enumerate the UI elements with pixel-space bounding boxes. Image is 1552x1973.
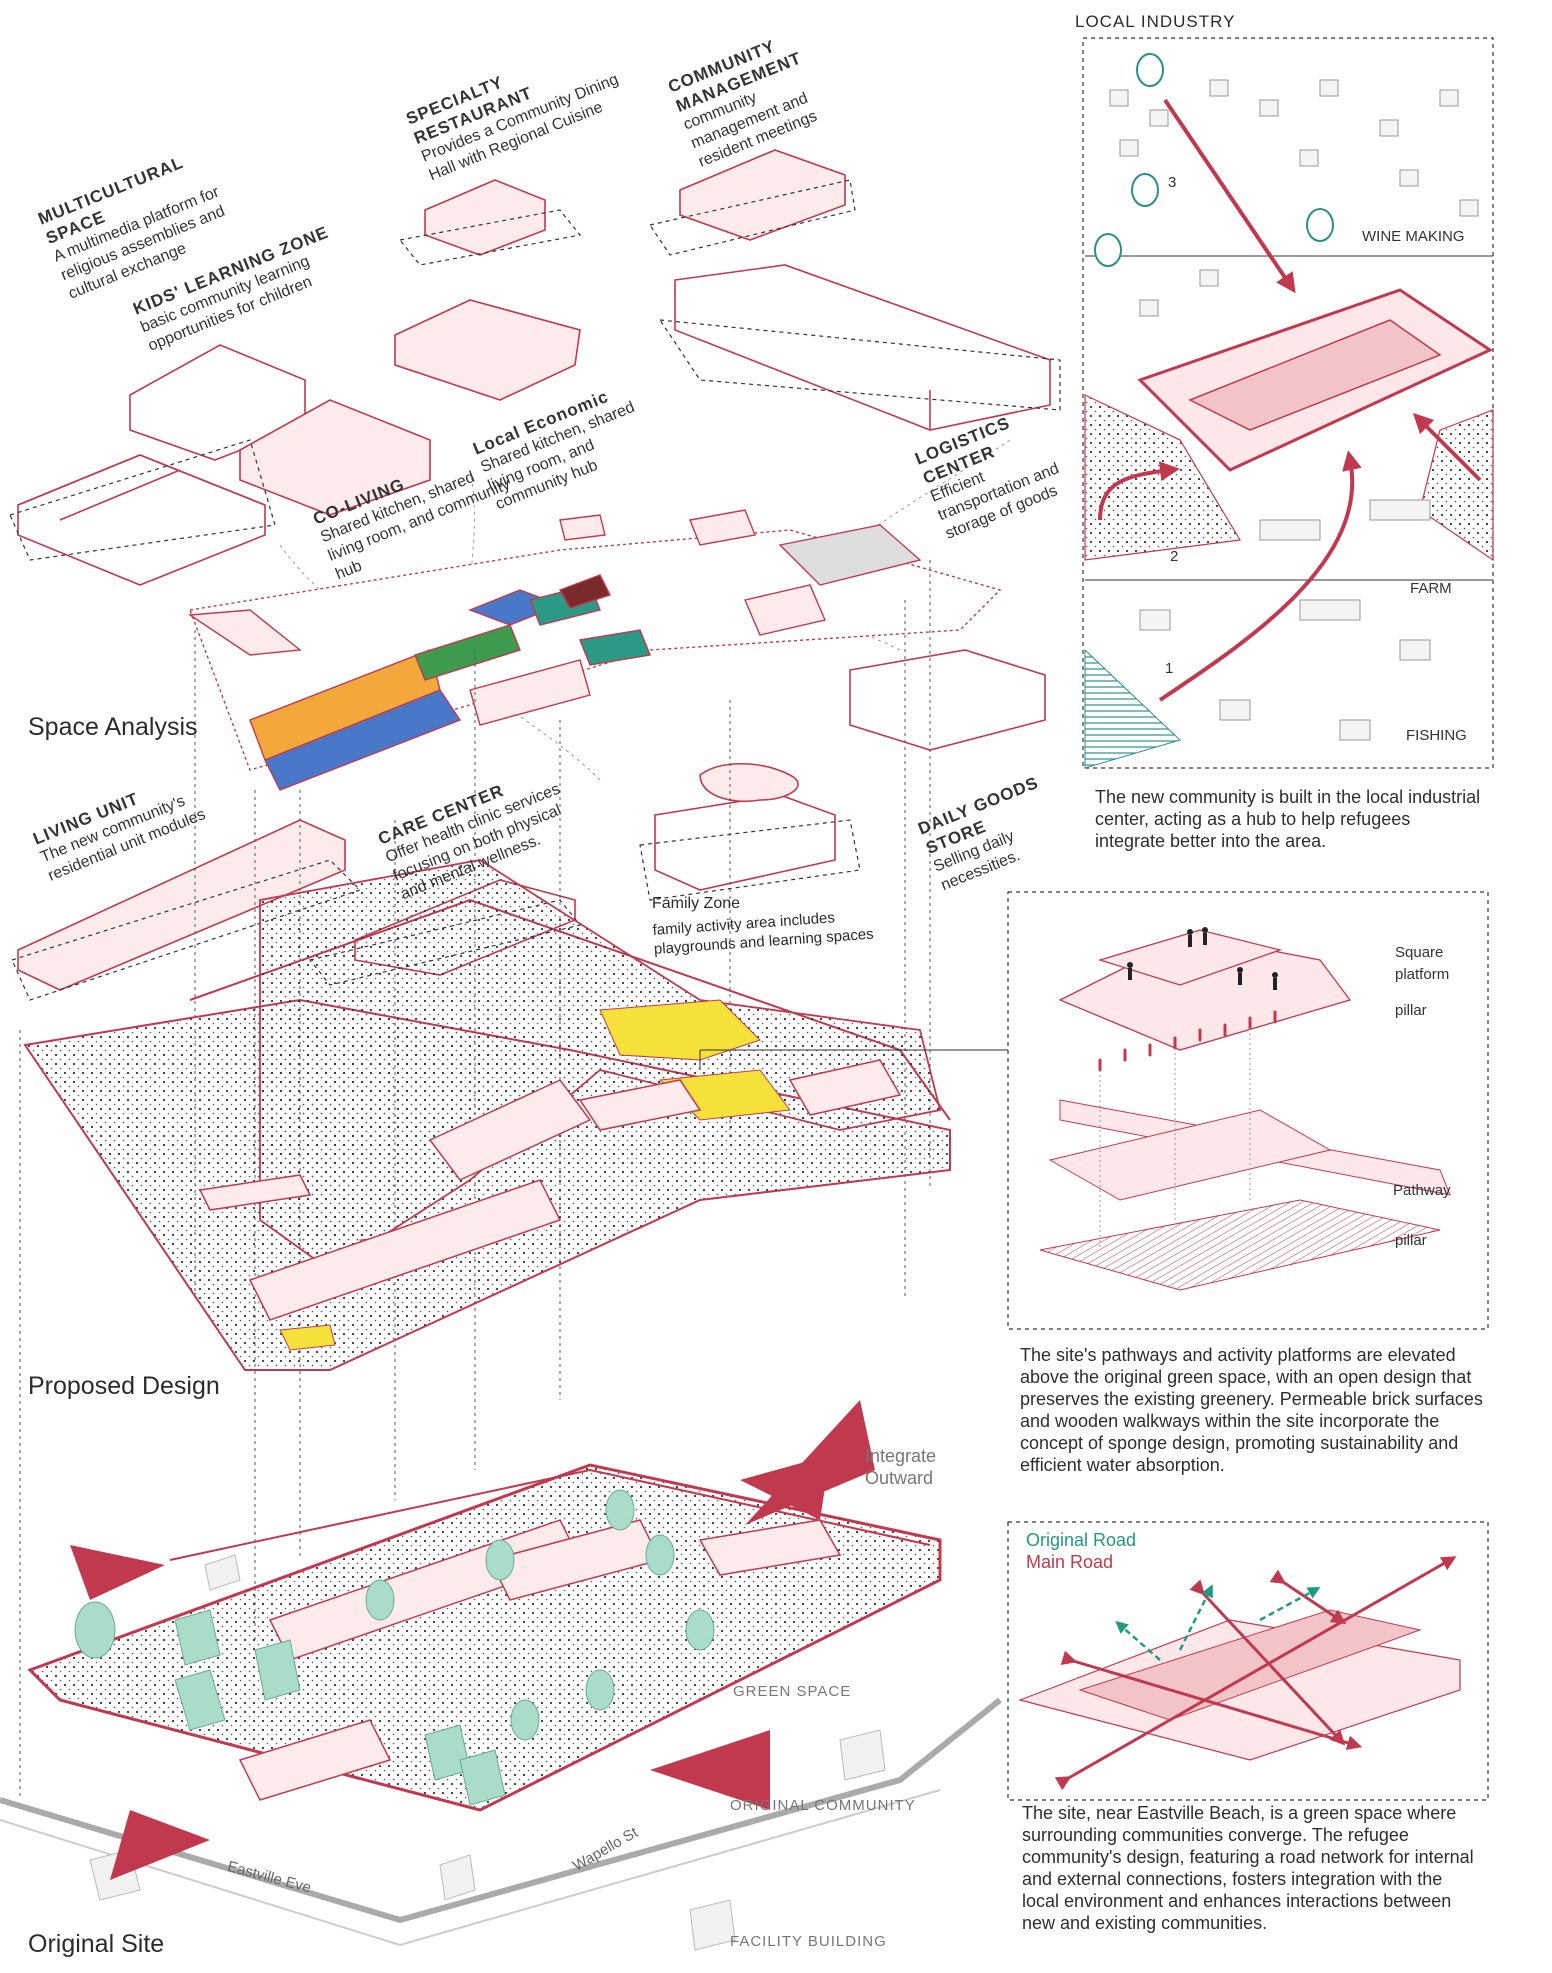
label-square-platform: Square platform xyxy=(1395,944,1450,983)
existing-buildings xyxy=(174,1609,506,1806)
label-integrate-outward: Integrate Outward xyxy=(865,1446,937,1488)
local-industry-title: LOCAL INDUSTRY xyxy=(1075,12,1236,31)
section-title-proposed-design: Proposed Design xyxy=(28,1372,220,1400)
trees xyxy=(74,1489,715,1741)
label-pillar-top: pillar xyxy=(1395,1002,1427,1019)
section-title-original-site: Original Site xyxy=(28,1930,165,1958)
legend-original-road: Original Road xyxy=(1026,1530,1137,1550)
label-pathway: Pathway xyxy=(1393,1182,1451,1199)
label-wine-making: WINE MAKING xyxy=(1362,228,1465,245)
road-network xyxy=(1007,1521,1489,1801)
zone-family: Family Zone family activity area include… xyxy=(652,895,882,959)
roads-caption: The site, near Eastville Beach, is a gre… xyxy=(1022,1803,1474,1933)
zone-family-desc: family activity area includes playground… xyxy=(652,909,875,958)
label-pillar-bottom: pillar xyxy=(1395,1232,1427,1249)
marker-2: 2 xyxy=(1170,548,1179,565)
integrate-wings xyxy=(70,1400,875,1880)
label-farm: FARM xyxy=(1410,580,1452,597)
label-green-space: GREEN SPACE xyxy=(733,1683,852,1700)
marker-3: 3 xyxy=(1168,174,1177,191)
marker-1: 1 xyxy=(1165,660,1174,677)
space-analysis-plan xyxy=(187,509,1002,791)
original-site-plan xyxy=(0,1463,1002,1947)
proposed-design-plan xyxy=(23,859,951,1371)
label-fishing: FISHING xyxy=(1406,727,1467,744)
label-original-community: ORIGINAL COMMUNITY xyxy=(730,1797,916,1814)
legend-main-road: Main Road xyxy=(1026,1552,1114,1572)
zone-family-title: Family Zone xyxy=(652,895,741,912)
platform-detail xyxy=(699,891,1489,1330)
local-industry-caption: The new community is built in the local … xyxy=(1095,787,1481,851)
section-title-space-analysis: Space Analysis xyxy=(28,713,198,741)
context-buildings xyxy=(89,1554,886,1951)
platform-caption: The site's pathways and activity platfor… xyxy=(1020,1345,1483,1475)
label-facility-building: FACILITY BUILDING xyxy=(730,1933,887,1950)
local-industry-map xyxy=(1082,37,1494,769)
